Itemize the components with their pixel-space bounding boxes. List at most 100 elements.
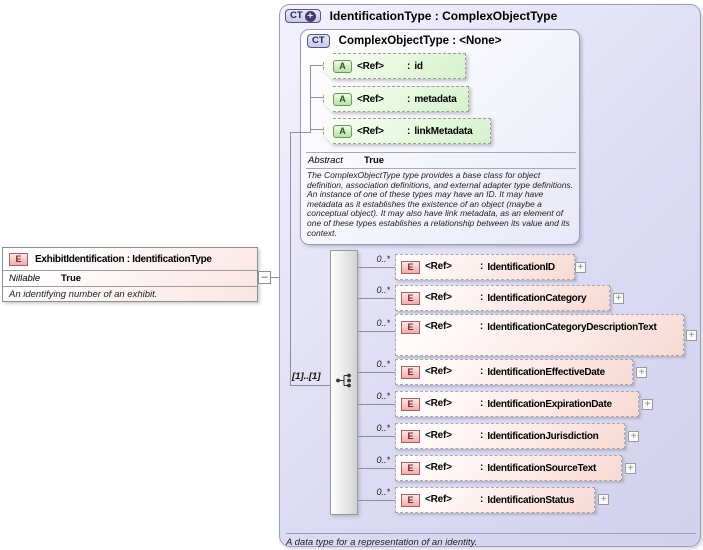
- expand-icon[interactable]: +: [625, 463, 636, 474]
- element-badge-icon: E: [401, 462, 420, 475]
- sequence-compositor-bar[interactable]: [330, 250, 358, 515]
- sequence-icon: [335, 372, 354, 393]
- occurrence-label: 0..*: [376, 318, 390, 328]
- collapse-icon[interactable]: –: [258, 271, 271, 284]
- element-box[interactable]: E <Ref> : IdentificationID: [395, 254, 575, 280]
- element-name: IdentificationCategory: [487, 293, 587, 304]
- element-colon: :: [480, 366, 484, 377]
- element-ref-label: <Ref>: [425, 321, 452, 332]
- attribute-box[interactable]: A <Ref> : metadata: [323, 86, 469, 112]
- property-label: Abstract: [308, 155, 343, 166]
- expand-icon[interactable]: +: [598, 494, 609, 505]
- element-annotation: An identifying number of an exhibit.: [3, 286, 257, 302]
- element-header: E ExhibitIdentification : Identification…: [3, 248, 257, 270]
- element-box[interactable]: E <Ref> : IdentificationCategoryDescript…: [395, 314, 684, 356]
- base-type-box[interactable]: CT ComplexObjectType : <None> A <Ref> : …: [300, 29, 580, 245]
- attribute-box[interactable]: A <Ref> : id: [323, 53, 466, 79]
- element-box[interactable]: E <Ref> : IdentificationCategory: [395, 285, 610, 311]
- element-name: IdentificationStatus: [487, 495, 575, 506]
- connector-line: [358, 267, 395, 268]
- attribute-row: A <Ref> : id: [323, 53, 466, 79]
- connector-line: [358, 404, 395, 405]
- type-panel-header: CT+ IdentificationType : ComplexObjectTy…: [285, 9, 557, 23]
- element-ref-label: <Ref>: [425, 430, 452, 441]
- connector-line: [358, 436, 395, 437]
- occurrence-label: 0..*: [376, 254, 390, 264]
- element-title: ExhibitIdentification : IdentificationTy…: [35, 253, 212, 265]
- type-annotation: A data type for a representation of an i…: [286, 533, 696, 548]
- complex-type-badge-text: CT: [290, 10, 303, 21]
- property-value: True: [364, 155, 385, 166]
- connector-line: [358, 468, 395, 469]
- element-badge-icon: E: [401, 292, 420, 305]
- connector-line: [310, 65, 311, 133]
- element-property-row: Nillable True: [3, 270, 257, 286]
- element-declaration-box[interactable]: E ExhibitIdentification : Identification…: [2, 247, 258, 302]
- attribute-ref-label: <Ref>: [357, 93, 384, 105]
- element-colon: :: [480, 494, 484, 505]
- element-box[interactable]: E <Ref> : IdentificationEffectiveDate: [395, 359, 633, 385]
- attribute-colon: :: [407, 125, 411, 137]
- expand-icon[interactable]: +: [613, 293, 624, 304]
- element-colon: :: [479, 321, 484, 332]
- element-badge-icon: E: [401, 430, 420, 443]
- connector-line: [290, 385, 330, 386]
- expand-icon[interactable]: +: [642, 399, 653, 410]
- property-label: Nillable: [9, 273, 41, 284]
- element-colon: :: [480, 430, 484, 441]
- element-badge-icon: E: [401, 366, 420, 379]
- type-panel-title: IdentificationType : ComplexObjectType: [329, 9, 558, 23]
- attribute-ref-label: <Ref>: [357, 125, 384, 137]
- attribute-colon: :: [407, 60, 411, 72]
- element-box[interactable]: E <Ref> : IdentificationJurisdiction: [395, 423, 625, 449]
- connector-line: [290, 132, 311, 133]
- element-colon: :: [480, 398, 484, 409]
- element-name: IdentificationSourceText: [487, 463, 597, 474]
- element-badge-icon: E: [401, 261, 420, 274]
- attribute-name: linkMetadata: [414, 125, 473, 137]
- attribute-row: A <Ref> : metadata: [323, 86, 469, 112]
- element-name: IdentificationCategoryDescriptionText: [487, 322, 657, 333]
- attribute-badge-icon: A: [333, 125, 352, 138]
- connector-line: [358, 500, 395, 501]
- element-name: IdentificationEffectiveDate: [487, 367, 605, 378]
- element-badge-icon: E: [401, 398, 420, 411]
- element-ref-label: <Ref>: [425, 292, 452, 303]
- element-colon: :: [480, 462, 484, 473]
- element-colon: :: [480, 261, 484, 272]
- plus-circle-icon: +: [304, 11, 316, 22]
- connector-line: [310, 129, 323, 130]
- connector-line: [290, 132, 291, 386]
- element-ref-label: <Ref>: [425, 462, 452, 473]
- connector-line: [310, 65, 323, 66]
- expand-icon[interactable]: +: [686, 330, 697, 341]
- expand-icon[interactable]: +: [575, 262, 586, 273]
- attribute-badge-icon: A: [333, 93, 352, 106]
- occurrence-label: 0..*: [376, 359, 390, 369]
- base-type-annotation: The ComplexObjectType type provides a ba…: [307, 170, 574, 238]
- cardinality-label: [1]..[1]: [292, 371, 321, 382]
- element-badge-icon: E: [9, 252, 28, 266]
- attribute-box[interactable]: A <Ref> : linkMetadata: [323, 118, 491, 144]
- element-ref-label: <Ref>: [425, 366, 452, 377]
- occurrence-label: 0..*: [376, 423, 390, 433]
- element-box[interactable]: E <Ref> : IdentificationStatus: [395, 487, 595, 513]
- occurrence-label: 0..*: [376, 391, 390, 401]
- element-ref-label: <Ref>: [425, 261, 452, 272]
- element-box[interactable]: E <Ref> : IdentificationSourceText: [395, 455, 622, 481]
- occurrence-label: 0..*: [376, 285, 390, 295]
- element-badge-icon: E: [401, 321, 420, 334]
- connector-line: [310, 97, 323, 98]
- property-value: True: [61, 273, 82, 284]
- attribute-ref-label: <Ref>: [357, 60, 384, 72]
- expand-icon[interactable]: +: [628, 431, 639, 442]
- base-type-title: ComplexObjectType : <None>: [338, 35, 502, 47]
- occurrence-label: 0..*: [376, 455, 390, 465]
- element-box[interactable]: E <Ref> : IdentificationExpirationDate: [395, 391, 639, 417]
- complex-type-badge-icon: CT+: [285, 9, 321, 23]
- occurrence-label: 0..*: [376, 487, 390, 497]
- attribute-colon: :: [407, 93, 411, 105]
- element-name: IdentificationExpirationDate: [487, 399, 612, 410]
- expand-icon[interactable]: +: [636, 367, 647, 378]
